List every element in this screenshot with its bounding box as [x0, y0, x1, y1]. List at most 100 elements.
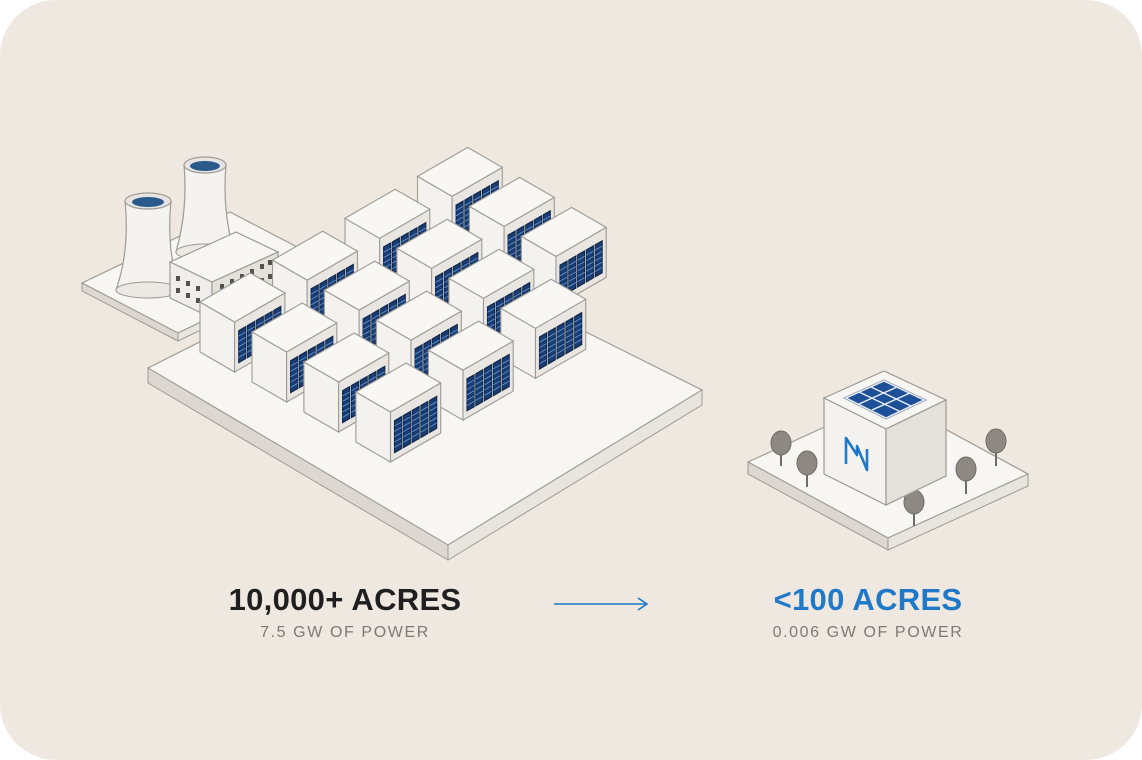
rack-stripe	[403, 416, 411, 422]
rack-stripe	[548, 354, 556, 359]
rack-stripe	[359, 381, 368, 387]
rack-stripe	[310, 289, 319, 295]
rack-stripe	[539, 348, 547, 354]
rack-stripe	[534, 220, 542, 226]
rack-stripe	[414, 355, 423, 360]
left-title: 10,000+ ACRES	[228, 582, 462, 617]
rack-stripe	[493, 380, 501, 386]
hall-roof	[520, 206, 608, 258]
rack-stripe	[429, 401, 437, 407]
hall-roof	[323, 260, 411, 311]
rack-stripe	[461, 262, 470, 268]
rack-stripe	[556, 327, 565, 333]
rack-stripe	[556, 338, 565, 344]
rack-stripe	[565, 333, 574, 339]
rack-stripe	[319, 284, 328, 290]
rack-stripe	[411, 411, 420, 417]
rack-stripe	[556, 349, 565, 354]
rack-stripe	[496, 302, 504, 308]
rack-stripe	[455, 211, 464, 217]
rack-stripe	[420, 406, 429, 412]
rack-stripe	[429, 406, 437, 412]
rack-stripe	[594, 245, 603, 251]
rack-stripe	[310, 300, 319, 306]
rack-stripe	[539, 337, 547, 343]
rack-stripe	[539, 353, 547, 359]
rack-stripe	[394, 432, 402, 438]
rack-stripe	[594, 251, 603, 256]
rack-stripe	[432, 339, 440, 345]
rack-stripe	[565, 328, 574, 333]
server-hall	[427, 320, 515, 422]
rack-stripe	[420, 417, 429, 422]
rack-stripe	[466, 401, 475, 406]
tree-right-mid	[955, 456, 977, 494]
rack-stripe	[238, 331, 246, 337]
rack-stripe	[574, 338, 582, 344]
rack-stripe	[501, 359, 510, 365]
rack-stripe	[299, 356, 307, 362]
rack-stripe	[403, 437, 411, 443]
rack-stripe	[290, 372, 298, 378]
rack-stripe	[383, 253, 391, 258]
rack-stripe	[380, 309, 388, 315]
hall-roof	[343, 188, 431, 239]
rack-stripe	[435, 283, 443, 288]
rack-stripe	[586, 250, 594, 256]
rack-stripe	[403, 427, 411, 432]
right-caption: <100 ACRES 0.006 GW OF POWER	[718, 582, 1018, 642]
rack-stripe	[325, 341, 334, 347]
rack-stripe	[487, 307, 495, 313]
rack-stripe	[501, 364, 510, 370]
rack-stripe	[484, 390, 492, 396]
rack-stripe	[539, 343, 547, 348]
rack-stripe	[586, 261, 594, 267]
rack-stripe	[556, 343, 565, 349]
compact-building	[822, 370, 948, 506]
hall-roof	[499, 278, 587, 329]
hall-roof	[354, 362, 442, 413]
rack-stripe	[594, 261, 603, 267]
rack-stripe	[466, 379, 475, 385]
rack-stripe	[362, 330, 371, 336]
rack-stripe	[403, 421, 411, 427]
rack-stripe	[482, 190, 490, 196]
rack-stripe	[362, 325, 371, 330]
rack-stripe	[398, 299, 406, 305]
rack-stripe	[394, 437, 402, 443]
rack-stripe	[389, 304, 397, 310]
rack-stripe	[568, 271, 577, 277]
rack-stripe	[577, 261, 585, 266]
rack-stripe	[586, 256, 594, 261]
rack-stripe	[501, 375, 510, 381]
rack-stripe	[594, 267, 603, 272]
left-caption: 10,000+ ACRES 7.5 GW OF POWER	[195, 582, 495, 642]
hall-roof	[416, 146, 504, 198]
rack-stripe	[475, 396, 484, 401]
rack-stripe	[411, 422, 420, 427]
hall-roof	[447, 248, 535, 299]
hall-roof	[302, 332, 390, 383]
rack-stripe	[449, 329, 458, 335]
rack-stripe	[273, 311, 282, 317]
rack-stripe	[316, 346, 325, 352]
rack-stripe	[420, 427, 429, 433]
rack-stripe	[455, 216, 464, 222]
rack-stripe	[507, 246, 516, 252]
rack-stripe	[568, 276, 577, 282]
rack-stripe	[429, 411, 437, 417]
rack-stripe	[548, 332, 556, 338]
rack-stripe	[392, 242, 400, 248]
rack-stripe	[565, 322, 574, 328]
rack-stripe	[362, 319, 371, 325]
rack-stripe	[351, 386, 359, 392]
rack-stripe	[411, 427, 420, 433]
rack-stripe	[435, 288, 443, 294]
rack-stripe	[487, 313, 495, 318]
rack-stripe	[247, 326, 255, 332]
rack-stripe	[238, 342, 246, 348]
rack-stripe	[342, 412, 350, 418]
tree-left-front	[796, 450, 818, 487]
rack-stripe	[290, 366, 298, 372]
